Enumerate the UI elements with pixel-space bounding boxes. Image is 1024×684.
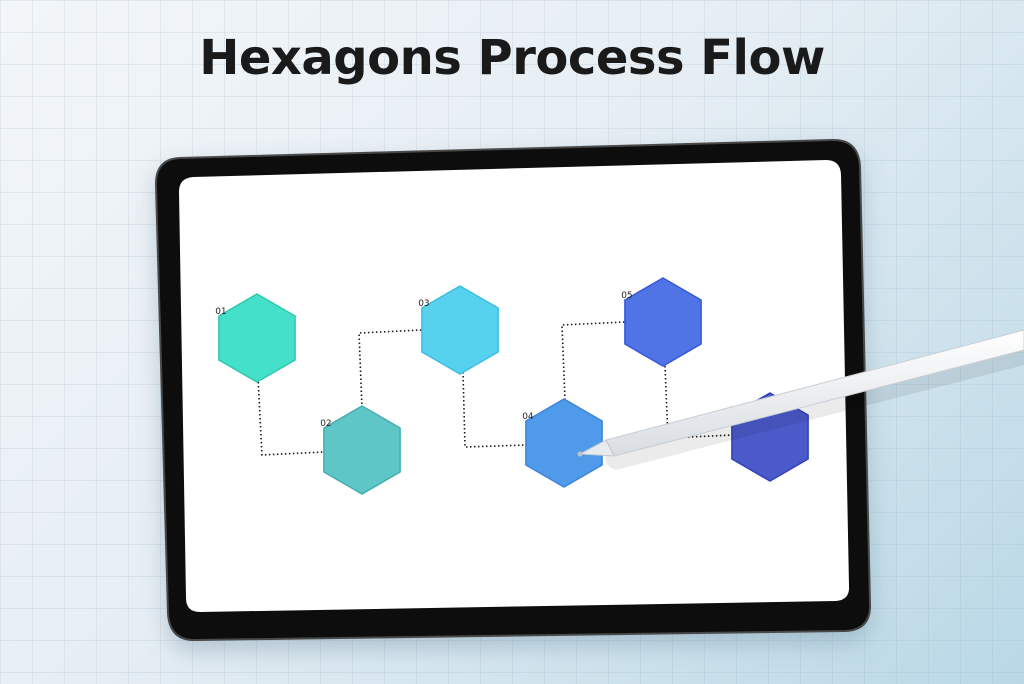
connector-03-04 [462, 371, 528, 448]
hexagon-step-01 [218, 293, 296, 383]
hexagon-step-04 [525, 398, 603, 488]
step-number-05: 05 [621, 291, 632, 301]
tablet-screen [179, 160, 850, 612]
hexagon-step-02 [323, 405, 401, 495]
step-number-01: 01 [215, 307, 226, 317]
connector-04-05 [561, 321, 626, 401]
step-number-03: 03 [418, 299, 429, 309]
tablet-device-icon [154, 138, 872, 642]
connector-02-03 [358, 329, 423, 409]
hexagon-step-05 [624, 277, 702, 367]
page-title: Hexagons Process Flow [199, 30, 825, 86]
step-number-04: 04 [522, 412, 534, 422]
step-number-02: 02 [320, 419, 331, 429]
stylus-pen-icon [577, 329, 1024, 470]
connector-01-02 [257, 377, 325, 456]
hexagon-step-03 [421, 285, 499, 375]
